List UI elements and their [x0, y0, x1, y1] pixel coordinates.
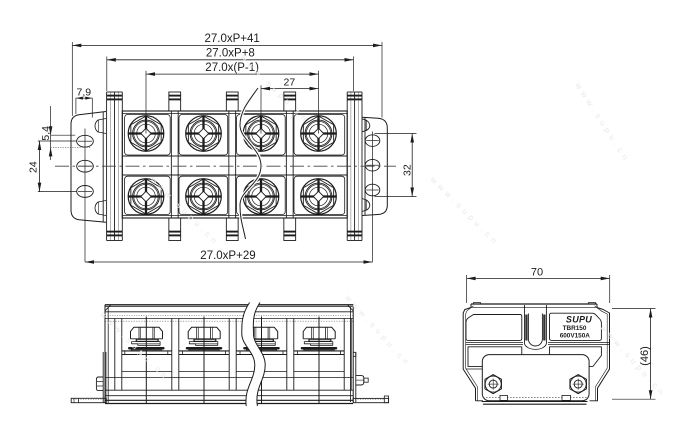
svg-text:w w w . s u p u . c n: w w w . s u p u . c n [238, 52, 309, 123]
svg-text:27.0xP+8: 27.0xP+8 [206, 48, 255, 60]
svg-text:600V150A: 600V150A [560, 332, 591, 339]
svg-text:32: 32 [402, 164, 414, 176]
svg-text:24: 24 [28, 161, 40, 173]
svg-text:(46): (46) [639, 346, 651, 366]
svg-text:TBR150: TBR150 [563, 325, 587, 332]
svg-text:27.0xP+29: 27.0xP+29 [200, 250, 255, 262]
svg-text:w w w . s u p u . c n: w w w . s u p u . c n [573, 80, 631, 162]
svg-text:SUPU: SUPU [566, 314, 592, 324]
svg-text:w w w . s u p u . c n: w w w . s u p u . c n [428, 174, 499, 245]
svg-text:w w w . s u p u . c n: w w w . s u p u . c n [598, 323, 666, 397]
svg-text:70: 70 [531, 267, 543, 279]
svg-text:7,9: 7,9 [77, 87, 92, 99]
svg-text:27: 27 [284, 77, 296, 89]
svg-text:5,4: 5,4 [40, 126, 52, 141]
svg-text:27.0xP+41: 27.0xP+41 [205, 33, 260, 45]
svg-text:27.0x(P-1): 27.0x(P-1) [205, 62, 259, 74]
